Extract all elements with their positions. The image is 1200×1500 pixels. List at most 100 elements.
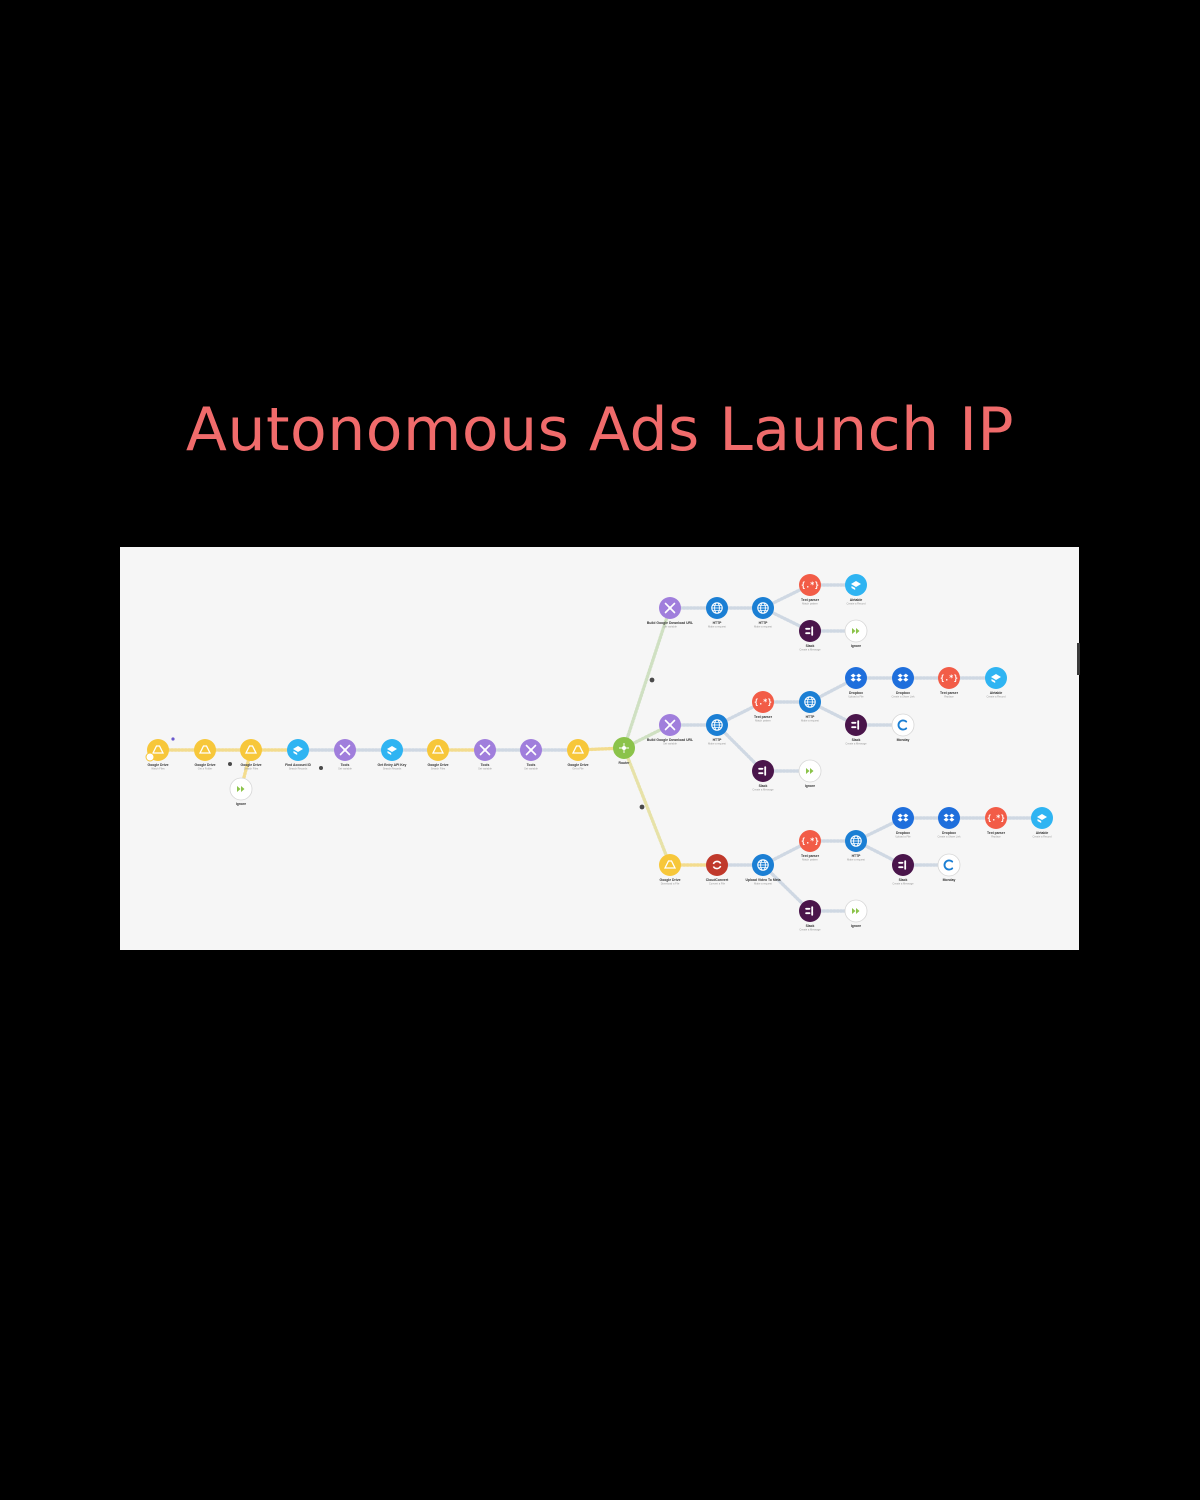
module-sublabel: Set variable <box>478 767 492 771</box>
module-circle[interactable] <box>845 667 867 689</box>
module-circle[interactable] <box>985 807 1007 829</box>
module-node-router[interactable]: Router <box>613 737 635 765</box>
module-circle[interactable] <box>194 739 216 761</box>
module-sublabel: Upload a File <box>848 695 864 699</box>
module-label: Slack <box>759 784 768 788</box>
monday-icon <box>943 859 954 871</box>
http-icon <box>850 835 862 847</box>
module-circle[interactable] <box>240 739 262 761</box>
module-node-ignore[interactable]: Ignore <box>844 619 868 648</box>
http-icon <box>711 602 723 614</box>
module-sublabel: Upload a File <box>895 835 911 839</box>
module-node-ignore[interactable]: Ignore <box>229 777 253 806</box>
module-circle[interactable] <box>845 714 867 736</box>
trigger-clock-icon[interactable] <box>145 752 155 762</box>
module-circle[interactable] <box>799 830 821 852</box>
route-filter-dot[interactable] <box>319 766 323 770</box>
airtable-icon <box>851 581 861 590</box>
module-sublabel: Create a Record <box>846 602 866 606</box>
module-circle[interactable] <box>799 574 821 596</box>
module-label: Dropbox <box>849 691 863 695</box>
module-sublabel: Make a request <box>801 719 819 723</box>
module-label: CloudConvert <box>706 878 729 882</box>
module-label: Text parser <box>940 691 959 695</box>
module-node-monday[interactable]: Monday <box>937 853 961 882</box>
module-node-ignore[interactable]: Ignore <box>798 759 822 788</box>
http-icon <box>757 859 769 871</box>
connection-line[interactable] <box>622 606 672 750</box>
module-circle[interactable] <box>799 900 821 922</box>
module-circle[interactable] <box>892 854 914 876</box>
module-label: Airtable <box>1036 831 1049 835</box>
module-circle[interactable] <box>891 713 915 737</box>
module-label: Dropbox <box>942 831 956 835</box>
google-drive-icon <box>571 745 585 754</box>
module-circle[interactable] <box>937 853 961 877</box>
route-filter-dot[interactable] <box>649 677 655 683</box>
canvas-scrollbar[interactable] <box>1077 643 1080 675</box>
module-circle[interactable] <box>892 667 914 689</box>
module-sublabel: Replace <box>991 835 1001 839</box>
dropbox-icon <box>943 813 955 822</box>
module-label: Slack <box>899 878 908 882</box>
route-filter-dot[interactable] <box>639 804 645 810</box>
module-circle[interactable] <box>567 739 589 761</box>
module-circle[interactable] <box>799 620 821 642</box>
module-sublabel: Create a Message <box>799 928 821 932</box>
module-circle[interactable] <box>427 739 449 761</box>
module-circle[interactable] <box>706 854 728 876</box>
module-circle[interactable] <box>752 691 774 713</box>
module-circle[interactable] <box>892 807 914 829</box>
module-circle[interactable] <box>938 667 960 689</box>
svg-text:{.*}: {.*} <box>801 581 819 590</box>
module-sublabel: Create a Share Link <box>937 835 961 839</box>
connection-line[interactable] <box>622 746 672 867</box>
module-circle[interactable] <box>938 807 960 829</box>
route-filter-dot[interactable] <box>228 762 232 766</box>
module-sublabel: Convert a File <box>709 882 726 886</box>
module-label: HTTP <box>852 854 862 858</box>
module-node-ignore[interactable]: Ignore <box>844 899 868 928</box>
module-circle[interactable] <box>659 854 681 876</box>
module-node-monday[interactable]: Monday <box>891 713 915 742</box>
module-circle[interactable] <box>752 760 774 782</box>
